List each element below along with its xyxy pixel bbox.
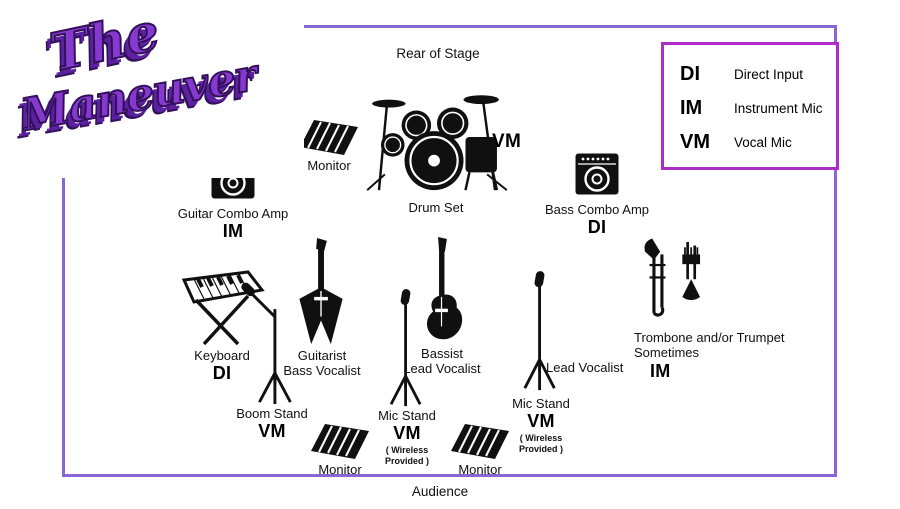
- center-mic-note-line2: Provided ): [384, 455, 429, 466]
- legend-name-im: Instrument Mic: [734, 100, 823, 116]
- bass-amp-mic-code: DI: [587, 217, 607, 238]
- stage-item-keyboard: Keyboard DI: [168, 264, 276, 385]
- bassist-label-line1: Bassist: [421, 346, 463, 361]
- legend-box: DI Direct Input IM Instrument Mic VM Voc…: [661, 42, 839, 170]
- mic-stand-icon: [389, 289, 422, 407]
- drum-set-label: Drum Set: [408, 200, 464, 215]
- bass-guitar-icon: [427, 236, 463, 340]
- monitor-label: Monitor: [318, 462, 362, 477]
- legend-item-im: IM Instrument Mic: [680, 91, 836, 125]
- legend-abbr-vm: VM: [680, 130, 710, 153]
- legend-item-di: DI Direct Input: [680, 57, 836, 91]
- band-logo: The Maneuver: [4, 0, 304, 178]
- rear-of-stage-label: Rear of Stage: [396, 46, 480, 61]
- keyboard-mic-code: DI: [212, 363, 232, 384]
- audience-label: Audience: [411, 484, 469, 499]
- bassist-label-line2: Lead Vocalist: [403, 361, 481, 377]
- bass-amp-label: Bass Combo Amp: [544, 202, 650, 217]
- stage-item-center-mic-stand: Mic Stand VM ( Wireless Provided ): [368, 288, 446, 467]
- stage-item-drum-set: Drum Set: [356, 80, 516, 215]
- legend-abbr-im: IM: [680, 96, 703, 119]
- monitor-label: Monitor: [307, 158, 351, 173]
- guitarist-label-line2: Bass Vocalist: [283, 363, 361, 379]
- horns-label-line1: Trombone and/or Trumpet: [634, 330, 785, 345]
- flying-v-guitar-icon: [299, 237, 343, 345]
- trombone-trumpet-icon: [644, 238, 701, 317]
- keyboard-icon: [181, 270, 265, 346]
- stage-item-boom-stand: Boom Stand VM: [228, 280, 316, 443]
- stage-item-lead-mic-stand: Mic Stand VM ( Wireless Provided ): [502, 270, 580, 455]
- drum-vocal-mic-code: VM: [492, 131, 522, 152]
- boom-mic-stand-icon: [241, 282, 292, 405]
- lead-mic-note-line2: Provided ): [518, 443, 563, 454]
- center-mic-code: VM: [393, 423, 421, 444]
- legend-item-vm: VM Vocal Mic: [680, 125, 836, 159]
- stage-item-bass-amp: Bass Combo Amp DI: [540, 152, 654, 239]
- center-mic-stand-label: Mic Stand: [378, 408, 436, 423]
- stage-item-monitor-top: Monitor: [294, 114, 364, 173]
- stage-item-horns: Trombone and/or Trumpet Sometimes IM: [634, 236, 814, 382]
- lead-mic-stand-label: Mic Stand: [512, 396, 570, 411]
- horns-mic-code: IM: [650, 360, 671, 381]
- drum-set-icon: [366, 95, 508, 191]
- guitarist-label-line1: Guitarist: [297, 348, 347, 363]
- legend-name-vm: Vocal Mic: [734, 134, 792, 150]
- stage-item-monitor-left: Monitor: [304, 418, 376, 477]
- legend-name-di: Direct Input: [734, 66, 804, 82]
- monitor-icon: [311, 424, 369, 459]
- mic-stand-icon: [523, 271, 556, 391]
- monitor-icon: [300, 120, 358, 155]
- lead-mic-code: VM: [527, 411, 555, 432]
- guitar-amp-mic-code: IM: [222, 221, 244, 242]
- monitor-label: Monitor: [458, 462, 502, 477]
- stage-item-monitor-mid: Monitor: [444, 418, 516, 477]
- bass-amp-icon: [575, 153, 619, 195]
- boom-stand-label: Boom Stand: [236, 406, 308, 421]
- horns-label-line2: Sometimes: [634, 345, 700, 361]
- legend-abbr-di: DI: [680, 62, 700, 85]
- lead-vocalist-label: Lead Vocalist: [546, 360, 624, 375]
- boom-stand-mic-code: VM: [258, 421, 286, 442]
- stage-area-border: [62, 25, 837, 477]
- guitar-amp-label: Guitar Combo Amp: [177, 206, 289, 221]
- stage-item-bassist: Bassist Lead Vocalist: [400, 236, 484, 377]
- center-mic-note-line1: ( Wireless: [385, 444, 429, 455]
- monitor-icon: [451, 424, 509, 459]
- keyboard-label: Keyboard: [194, 348, 250, 363]
- lead-mic-note-line1: ( Wireless: [519, 432, 563, 443]
- stage-item-guitarist: Guitarist Bass Vocalist: [280, 236, 364, 379]
